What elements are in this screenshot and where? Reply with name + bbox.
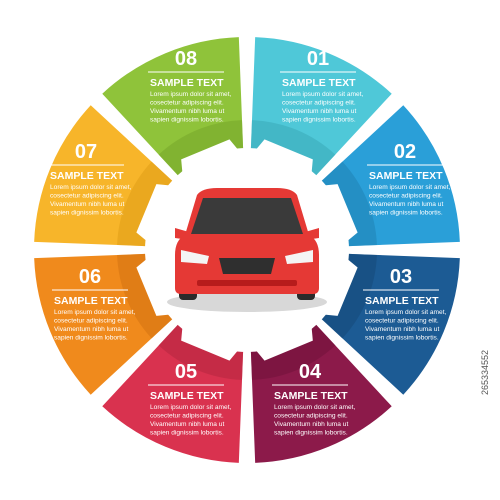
segment-06-text-line: Vivamentum nibh luma ut (54, 326, 128, 333)
segment-05-title: SAMPLE TEXT (150, 390, 224, 402)
watermark: 265334552 (480, 350, 490, 395)
segment-07-text-line: cosectetur adipiscing elit. (50, 193, 124, 200)
car-windshield (191, 198, 303, 234)
segment-03-text-line: Vivamentum nibh luma ut (365, 326, 439, 333)
segment-02-text-line: sapien dignissim lobortis. (369, 210, 443, 217)
car-bumper (197, 280, 297, 286)
car-shadow (167, 292, 327, 312)
car-front-icon (167, 188, 327, 312)
segment-02-text-line: cosectetur adipiscing elit. (369, 193, 443, 200)
segment-06-number: 06 (79, 266, 101, 288)
car-headlight-right (285, 250, 313, 264)
segment-04-inner-band (250, 320, 336, 380)
segment-07-number: 07 (75, 141, 97, 163)
segment-04-text-line: sapien dignissim lobortis. (274, 430, 348, 437)
car-grille (219, 258, 275, 274)
segment-05-inner-band (158, 320, 244, 380)
segment-07-title: SAMPLE TEXT (50, 170, 124, 182)
segment-03-text-line: sapien dignissim lobortis. (365, 335, 439, 342)
segment-08-text-line: Lorem ipsum dolor sit amet, (150, 91, 232, 98)
segment-04-text-line: cosectetur adipiscing elit. (274, 413, 348, 420)
segment-01-text-line: Lorem ipsum dolor sit amet, (282, 91, 364, 98)
segment-06-text-line: sapien dignissim lobortis. (54, 335, 128, 342)
segment-04-title: SAMPLE TEXT (274, 390, 348, 402)
segment-01-text-line: cosectetur adipiscing elit. (282, 100, 356, 107)
segment-05-text-line: sapien dignissim lobortis. (150, 430, 224, 437)
segment-03-text-line: Lorem ipsum dolor sit amet, (365, 309, 447, 316)
watermark-code: 265334552 (480, 350, 490, 395)
segment-02-inner-band (317, 161, 377, 247)
segment-02-text-line: Vivamentum nibh luma ut (369, 201, 443, 208)
segment-02-title: SAMPLE TEXT (369, 170, 443, 182)
segment-07-text-line: sapien dignissim lobortis. (50, 210, 124, 217)
segment-07-inner-band (117, 161, 177, 247)
segment-08-number: 08 (175, 48, 197, 70)
segment-01-inner-band (250, 120, 336, 180)
segment-01-text-line: sapien dignissim lobortis. (282, 117, 356, 124)
segment-04-text-line: Vivamentum nibh luma ut (274, 421, 348, 428)
segment-08-title: SAMPLE TEXT (150, 77, 224, 89)
segment-03-text-line: cosectetur adipiscing elit. (365, 318, 439, 325)
car-headlight-left (181, 250, 209, 264)
segment-05-text-line: Vivamentum nibh luma ut (150, 421, 224, 428)
segment-05-text-line: cosectetur adipiscing elit. (150, 413, 224, 420)
segment-03-number: 03 (390, 266, 412, 288)
segment-02-number: 02 (394, 141, 416, 163)
segment-06-text-line: cosectetur adipiscing elit. (54, 318, 128, 325)
segment-01-text-line: Vivamentum nibh luma ut (282, 108, 356, 115)
segment-08-text-line: cosectetur adipiscing elit. (150, 100, 224, 107)
segment-05-number: 05 (175, 361, 197, 383)
segment-08-inner-band (158, 120, 244, 180)
segment-01-number: 01 (307, 48, 329, 70)
segment-03-inner-band (317, 253, 377, 339)
segment-07-text-line: Lorem ipsum dolor sit amet, (50, 184, 132, 191)
segment-08-text-line: Vivamentum nibh luma ut (150, 108, 224, 115)
segment-04-number: 04 (299, 361, 322, 383)
segment-01-title: SAMPLE TEXT (282, 77, 356, 89)
segment-02-text-line: Lorem ipsum dolor sit amet, (369, 184, 451, 191)
segment-07-text-line: Vivamentum nibh luma ut (50, 201, 124, 208)
segment-08-text-line: sapien dignissim lobortis. (150, 117, 224, 124)
segment-06-text-line: Lorem ipsum dolor sit amet, (54, 309, 136, 316)
segment-05-text-line: Lorem ipsum dolor sit amet, (150, 404, 232, 411)
segment-04-text-line: Lorem ipsum dolor sit amet, (274, 404, 356, 411)
segment-03-title: SAMPLE TEXT (365, 295, 439, 307)
segment-06-inner-band (117, 253, 177, 339)
segment-06-title: SAMPLE TEXT (54, 295, 128, 307)
